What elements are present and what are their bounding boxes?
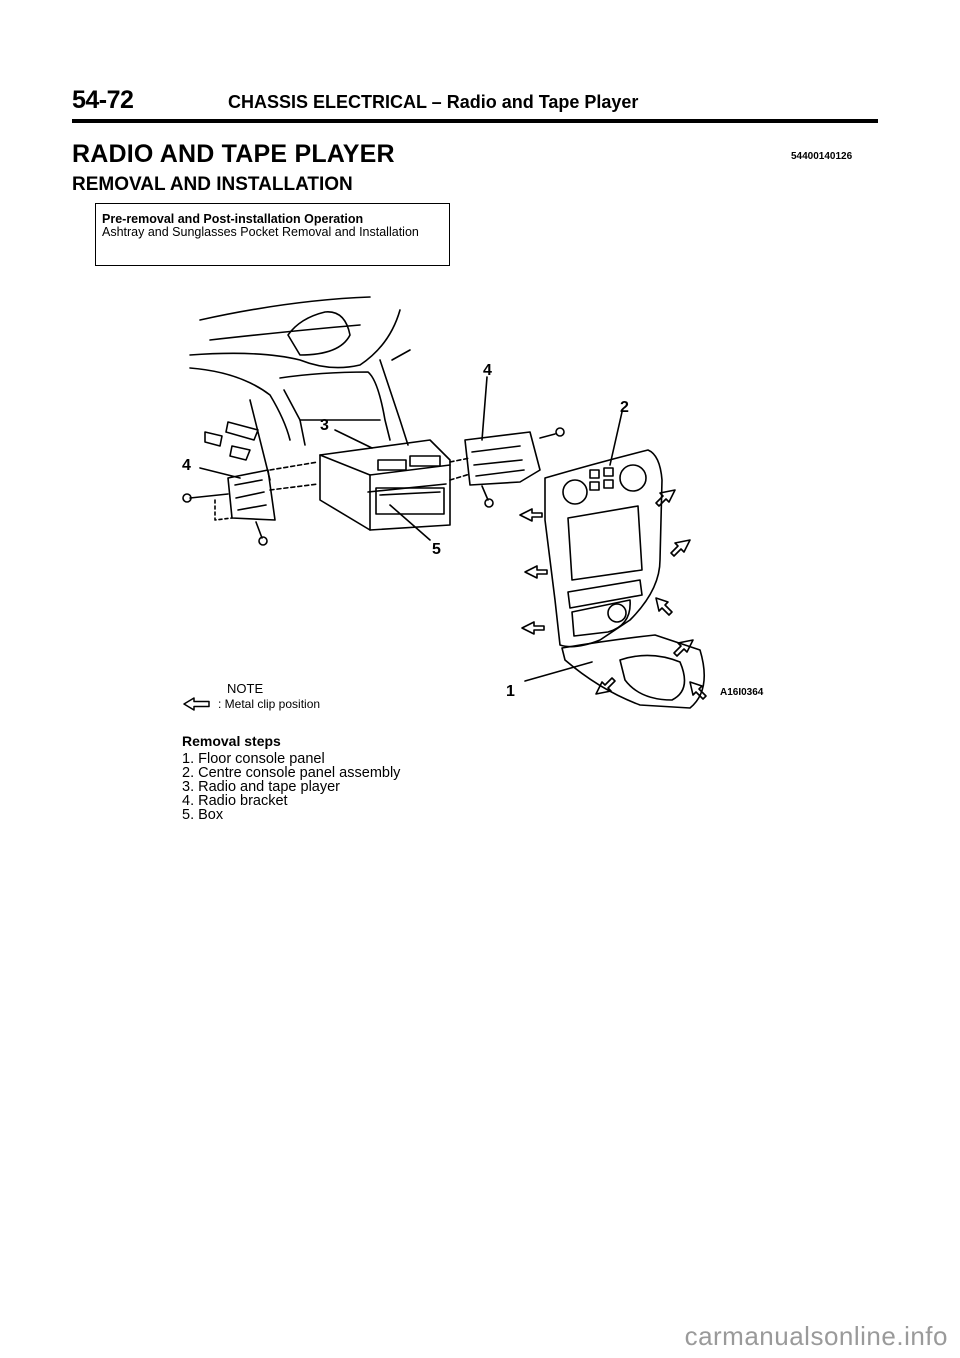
watermark: carmanualsonline.info (684, 1321, 948, 1351)
callout-4-right: 4 (483, 362, 492, 379)
document-code: 54400140126 (791, 151, 853, 162)
figure-code: A16I0364 (720, 687, 764, 698)
note-heading: NOTE (227, 681, 264, 696)
removal-steps-heading: Removal steps (182, 733, 281, 749)
list-item: 3. Radio and tape player (182, 779, 340, 795)
list-item: 5. Box (182, 807, 224, 823)
operation-box-heading: Pre-removal and Post-installation Operat… (102, 212, 364, 226)
callout-4-left: 4 (182, 457, 191, 474)
list-item: 2. Centre console panel assembly (182, 765, 401, 781)
note-legend: : Metal clip position (182, 697, 320, 711)
operation-box: Pre-removal and Post-installation Operat… (95, 203, 450, 266)
operation-box-text: Ashtray and Sunglasses Pocket Removal an… (102, 225, 419, 239)
page-title: RADIO AND TAPE PLAYER (72, 140, 395, 168)
section-subtitle: REMOVAL AND INSTALLATION (72, 174, 353, 195)
list-item: 1. Floor console panel (182, 751, 325, 767)
metal-clip-arrow-icon (183, 697, 210, 711)
callout-2: 2 (620, 399, 629, 416)
note-legend-text: : Metal clip position (218, 697, 321, 711)
callout-3: 3 (320, 417, 329, 434)
page-number: 54-72 (72, 86, 134, 114)
running-header: CHASSIS ELECTRICAL – Radio and Tape Play… (228, 92, 639, 112)
removal-steps-list: 1. Floor console panel 2. Centre console… (182, 751, 401, 823)
header-rule (72, 119, 878, 123)
list-item: 4. Radio bracket (182, 793, 288, 809)
callout-5: 5 (432, 541, 441, 558)
callout-1: 1 (506, 683, 515, 700)
